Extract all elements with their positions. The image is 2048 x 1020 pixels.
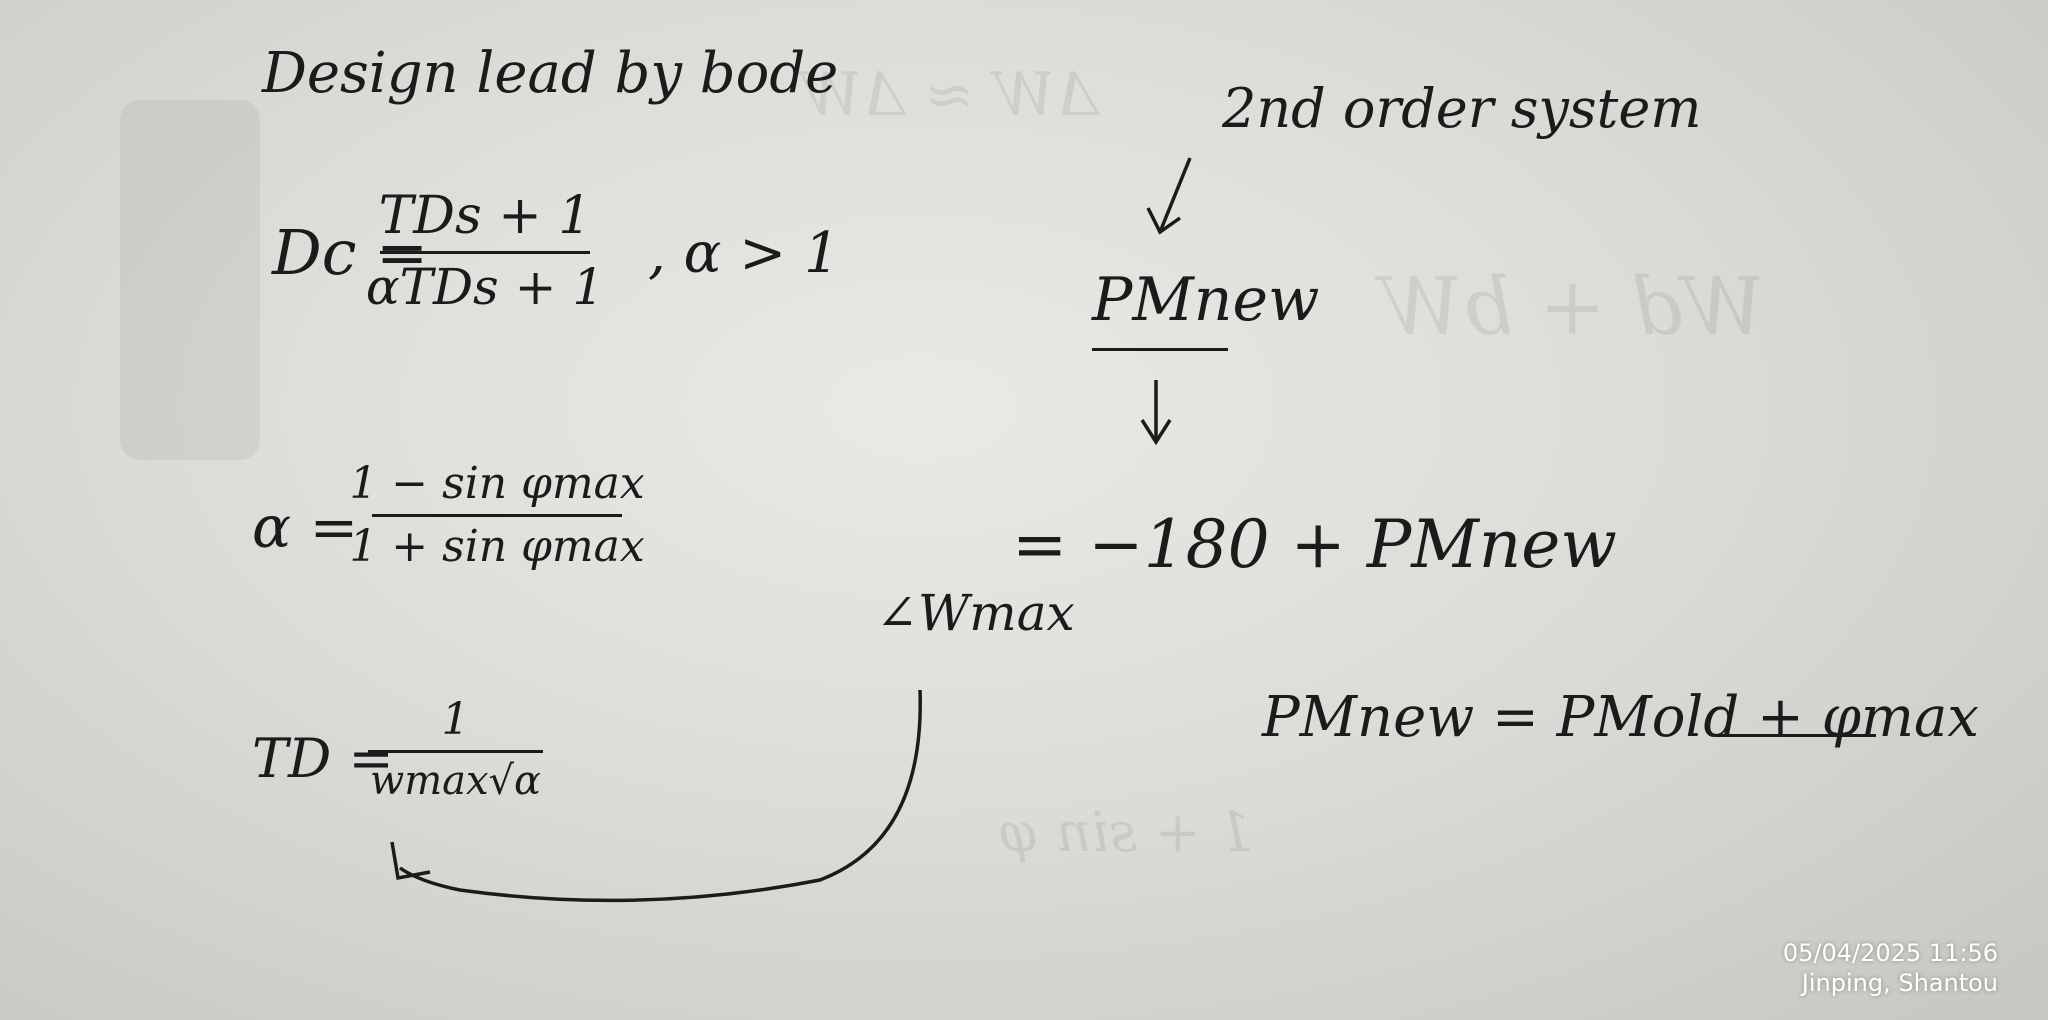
arrow-head <box>1146 207 1182 235</box>
alpha-lhs: α = <box>252 493 359 561</box>
notes-title: Design lead by bode <box>262 41 839 106</box>
fraction-bar <box>372 514 622 518</box>
td-fraction: 1 wmax√α <box>368 694 543 805</box>
td-denominator: wmax√α <box>369 758 542 805</box>
dc-numerator: TDs + 1 <box>378 186 592 246</box>
pm-new-underline <box>1092 348 1228 351</box>
alpha-numerator: 1 − sin φmax <box>349 458 645 509</box>
pm-new-label: PMnew <box>1092 265 1320 335</box>
fraction-bar <box>368 750 543 754</box>
system-label: 2nd order system <box>1222 77 1702 140</box>
photo-timestamp: 05/04/2025 11:56 Jinping, Shantou <box>1783 938 1998 998</box>
alpha-fraction: 1 − sin φmax 1 + sin φmax <box>349 459 644 572</box>
angle-wmax-label: ∠Wmax <box>876 584 1075 642</box>
angle-equation-rhs: = −180 + PMnew <box>1012 506 1617 583</box>
timestamp-datetime: 05/04/2025 11:56 <box>1782 939 1998 967</box>
alpha-denominator: 1 + sin φmax <box>349 521 645 573</box>
arrow-head <box>1140 419 1172 446</box>
shadow-region <box>120 100 260 460</box>
phi-max-underline <box>1716 734 1876 737</box>
td-numerator: 1 <box>441 694 470 745</box>
down-arrow <box>1158 157 1192 233</box>
dc-fraction: TDs + 1 αTDs + 1 <box>366 186 604 315</box>
timestamp-location: Jinping, Shantou <box>1801 969 1998 997</box>
link-curve <box>398 689 922 903</box>
fraction-bar <box>380 251 590 255</box>
dc-denominator: αTDs + 1 <box>365 258 605 317</box>
dc-condition: , α > 1 <box>648 221 840 286</box>
link-arrowhead <box>390 841 431 881</box>
td-lhs: TD = <box>252 727 394 790</box>
